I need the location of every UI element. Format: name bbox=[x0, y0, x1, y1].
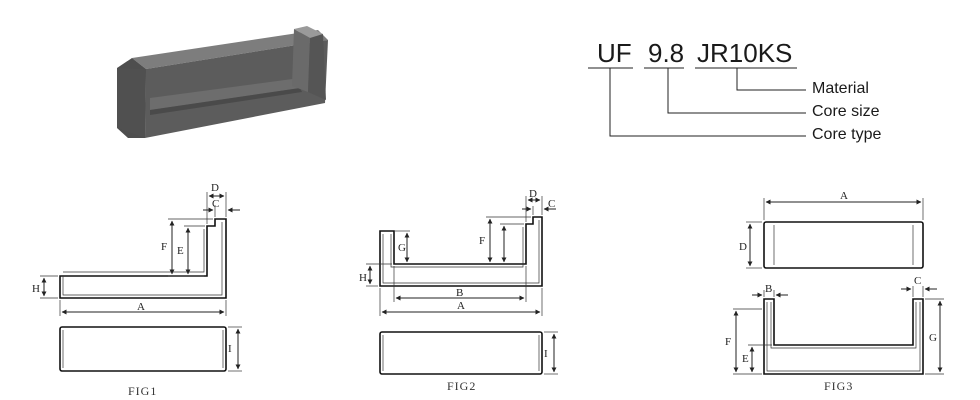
fig2-label-g: G bbox=[398, 242, 406, 254]
fig2-label-a: A bbox=[457, 300, 465, 312]
fig1-label-h: H bbox=[32, 283, 40, 295]
fig1-label-e: E bbox=[177, 245, 184, 257]
part-number-diagram: UF 9.8 JR10KS Material Core size Core ty… bbox=[588, 38, 881, 143]
fig3-label-a: A bbox=[840, 190, 848, 202]
fig3-label-d: D bbox=[739, 241, 747, 253]
fig1-label-i: I bbox=[228, 343, 232, 355]
fig2-label-f: F bbox=[479, 235, 485, 247]
fig2-label-i: I bbox=[544, 348, 548, 360]
code-material: JR10KS bbox=[697, 38, 792, 68]
core-photo bbox=[117, 26, 328, 138]
fig2-label-h: H bbox=[359, 272, 367, 284]
fig2-label-c: C bbox=[548, 198, 555, 210]
fig1-caption: FIG1 bbox=[128, 384, 157, 398]
fig1-label-f: F bbox=[161, 241, 167, 253]
legend-material: Material bbox=[812, 80, 869, 97]
fig3-label-g: G bbox=[929, 332, 937, 344]
fig1-label-a: A bbox=[137, 301, 145, 313]
fig3-label-f: F bbox=[725, 336, 731, 348]
fig2-label-d: D bbox=[529, 188, 537, 200]
fig3-label-e: E bbox=[742, 353, 749, 365]
code-size: 9.8 bbox=[648, 38, 684, 68]
fig1-label-c: C bbox=[212, 198, 219, 210]
fig1: A H F E D C I FIG1 bbox=[32, 182, 242, 398]
fig3: A D B C F E G FIG3 bbox=[725, 190, 944, 393]
fig3-label-c: C bbox=[914, 275, 921, 287]
fig3-label-b: B bbox=[765, 283, 772, 295]
legend-core-type: Core type bbox=[812, 126, 881, 143]
fig2-caption: FIG2 bbox=[447, 379, 476, 393]
legend-core-size: Core size bbox=[812, 103, 880, 120]
code-type: UF bbox=[597, 38, 632, 68]
fig2: B A H G F D C I bbox=[359, 188, 558, 393]
fig3-caption: FIG3 bbox=[824, 379, 853, 393]
fig2-label-b: B bbox=[456, 287, 463, 299]
fig1-label-d: D bbox=[211, 182, 219, 194]
